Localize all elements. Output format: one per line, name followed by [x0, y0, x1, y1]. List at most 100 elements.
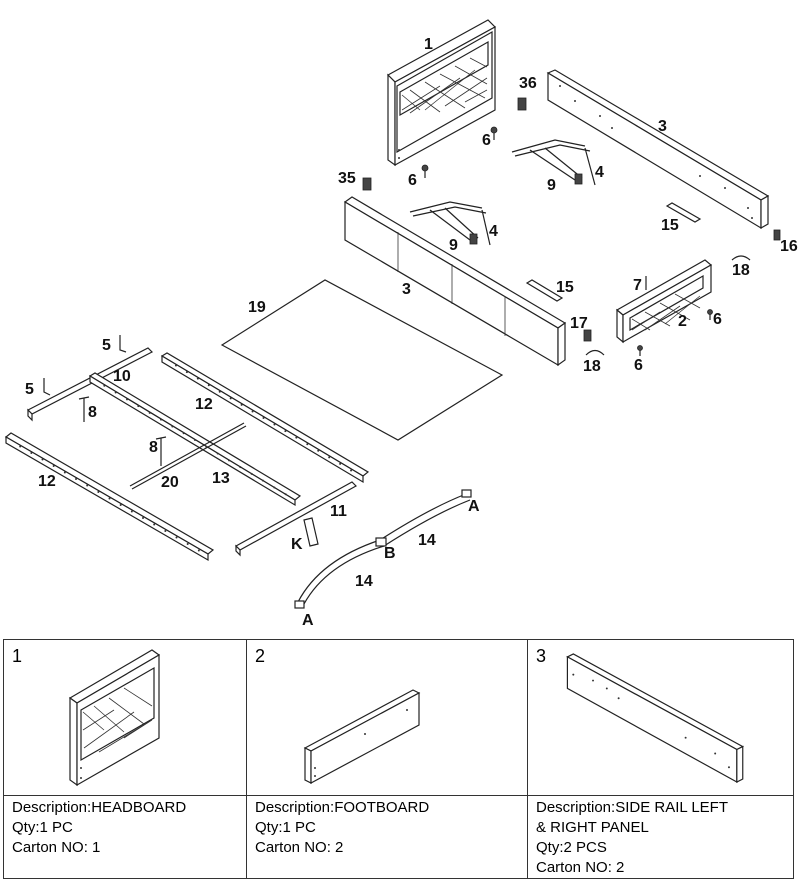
rail-hole [306, 443, 309, 446]
rail-hole [251, 410, 254, 413]
rail-hole [119, 504, 122, 506]
rail-holes [19, 364, 353, 552]
part-2-qty: Qty:1 PC [255, 819, 316, 836]
leg-8-part [78, 396, 167, 466]
rail-hole [262, 417, 265, 419]
callout-3-back: 3 [658, 118, 667, 135]
callout-5-a: 5 [102, 337, 111, 354]
callout-a-1: A [468, 498, 480, 515]
callout-18-b: 18 [583, 358, 601, 375]
rail-hole [75, 478, 77, 480]
rail-hole [240, 403, 243, 406]
callout-12-b: 12 [38, 473, 56, 490]
rail-hole [317, 449, 320, 452]
callout-k: K [291, 536, 303, 553]
part-2-image-cell: 2 [246, 639, 528, 796]
callout-9-b: 9 [449, 237, 458, 254]
rail-hole [114, 391, 117, 394]
part-3-qty: Qty:2 PCS [536, 839, 607, 856]
bracket-35-part [362, 177, 372, 191]
platform-board-part [220, 279, 504, 441]
rail-hole [295, 436, 298, 439]
part-3-image-cell: 3 [527, 639, 794, 796]
footboard-part [615, 259, 713, 344]
callout-19: 19 [248, 299, 266, 316]
curved-slat-14-part [294, 489, 472, 609]
callout-11: 11 [330, 503, 347, 520]
rail-hole [41, 458, 44, 461]
callout-36: 36 [519, 75, 537, 92]
rail-hole [171, 425, 174, 428]
rail-hole [164, 530, 167, 532]
callout-14-a: 14 [418, 532, 436, 549]
part-3-description-line2: & RIGHT PANEL [536, 819, 649, 836]
headboard-thumbnail [68, 649, 161, 787]
callout-18-a: 18 [732, 262, 750, 279]
callout-6-b: 6 [408, 172, 417, 189]
parts-table: 1 2 3 [3, 639, 794, 879]
side-rail-back-part [546, 69, 770, 230]
rail-hole [103, 384, 106, 387]
lift-mechanism-upper-part [511, 139, 596, 186]
rail-hole [153, 523, 156, 526]
rail-hole [197, 549, 200, 552]
callout-9-a: 9 [547, 177, 556, 194]
rail-hole [273, 423, 276, 426]
slat-15-lower-part [525, 279, 564, 302]
callout-13: 13 [212, 470, 230, 487]
lift-mechanism-lower-part [409, 201, 491, 246]
callout-6-a: 6 [482, 132, 491, 149]
rail-hole [19, 445, 22, 448]
rail-hole [142, 517, 144, 519]
rail-hole [137, 405, 140, 408]
clip-18-upper-part [731, 255, 751, 261]
part-3-carton: Carton NO: 2 [536, 859, 625, 876]
rail-hole [284, 430, 287, 433]
callout-6-c: 6 [713, 311, 722, 328]
callout-8-a: 8 [88, 404, 97, 421]
callout-14-b: 14 [355, 573, 373, 590]
callout-a-2: A [302, 612, 314, 629]
part-2-description: Description:FOOTBOARD [255, 799, 430, 816]
rail-hole [30, 452, 33, 454]
callout-6-d: 6 [634, 357, 643, 374]
rail-hole [196, 377, 199, 380]
slat-15-upper-part [665, 202, 702, 223]
rail-hole [205, 445, 208, 448]
part-1-carton: Carton NO: 1 [12, 839, 101, 856]
rail-hole [284, 493, 287, 496]
part-1-description-cell: Description:HEADBOARD Qty:1 PC Carton NO… [3, 795, 247, 879]
part-1-number: 1 [12, 646, 23, 666]
screw-6-part [421, 126, 498, 178]
rail-hole [160, 418, 162, 421]
rail-hole [130, 510, 133, 513]
bracket-k-part [303, 517, 319, 547]
bracket-16-part [773, 229, 781, 241]
part-1-qty: Qty:1 PC [12, 819, 73, 836]
leg-5-part [43, 335, 127, 396]
rail-hole [250, 472, 253, 475]
callout-2: 2 [678, 313, 687, 330]
callout-17: 17 [570, 315, 588, 332]
callout-10: 10 [113, 368, 131, 385]
part-2-description-cell: Description:FOOTBOARD Qty:1 PC Carton NO… [246, 795, 528, 879]
callout-15-a: 15 [661, 217, 679, 234]
rail-hole [148, 411, 151, 414]
side-rail-front-part [343, 196, 567, 367]
rail-hole [339, 462, 342, 465]
callout-7: 7 [633, 277, 642, 294]
clip-18-lower-part [585, 349, 605, 356]
part-3-description-line1: Description:SIDE RAIL LEFT [536, 799, 729, 816]
bracket-36-part [517, 97, 527, 111]
part-2-carton: Carton NO: 2 [255, 839, 344, 856]
parts-image-row: 1 2 3 [3, 639, 794, 796]
bracket-17-part [583, 329, 592, 342]
rail-hole [97, 491, 100, 493]
callout-35: 35 [338, 170, 356, 187]
callout-b: B [384, 545, 396, 562]
callout-5-b: 5 [25, 381, 34, 398]
part-2-number: 2 [255, 646, 266, 666]
rail-hole [108, 497, 111, 500]
rail-hole [207, 384, 210, 387]
callout-20: 20 [161, 474, 179, 491]
